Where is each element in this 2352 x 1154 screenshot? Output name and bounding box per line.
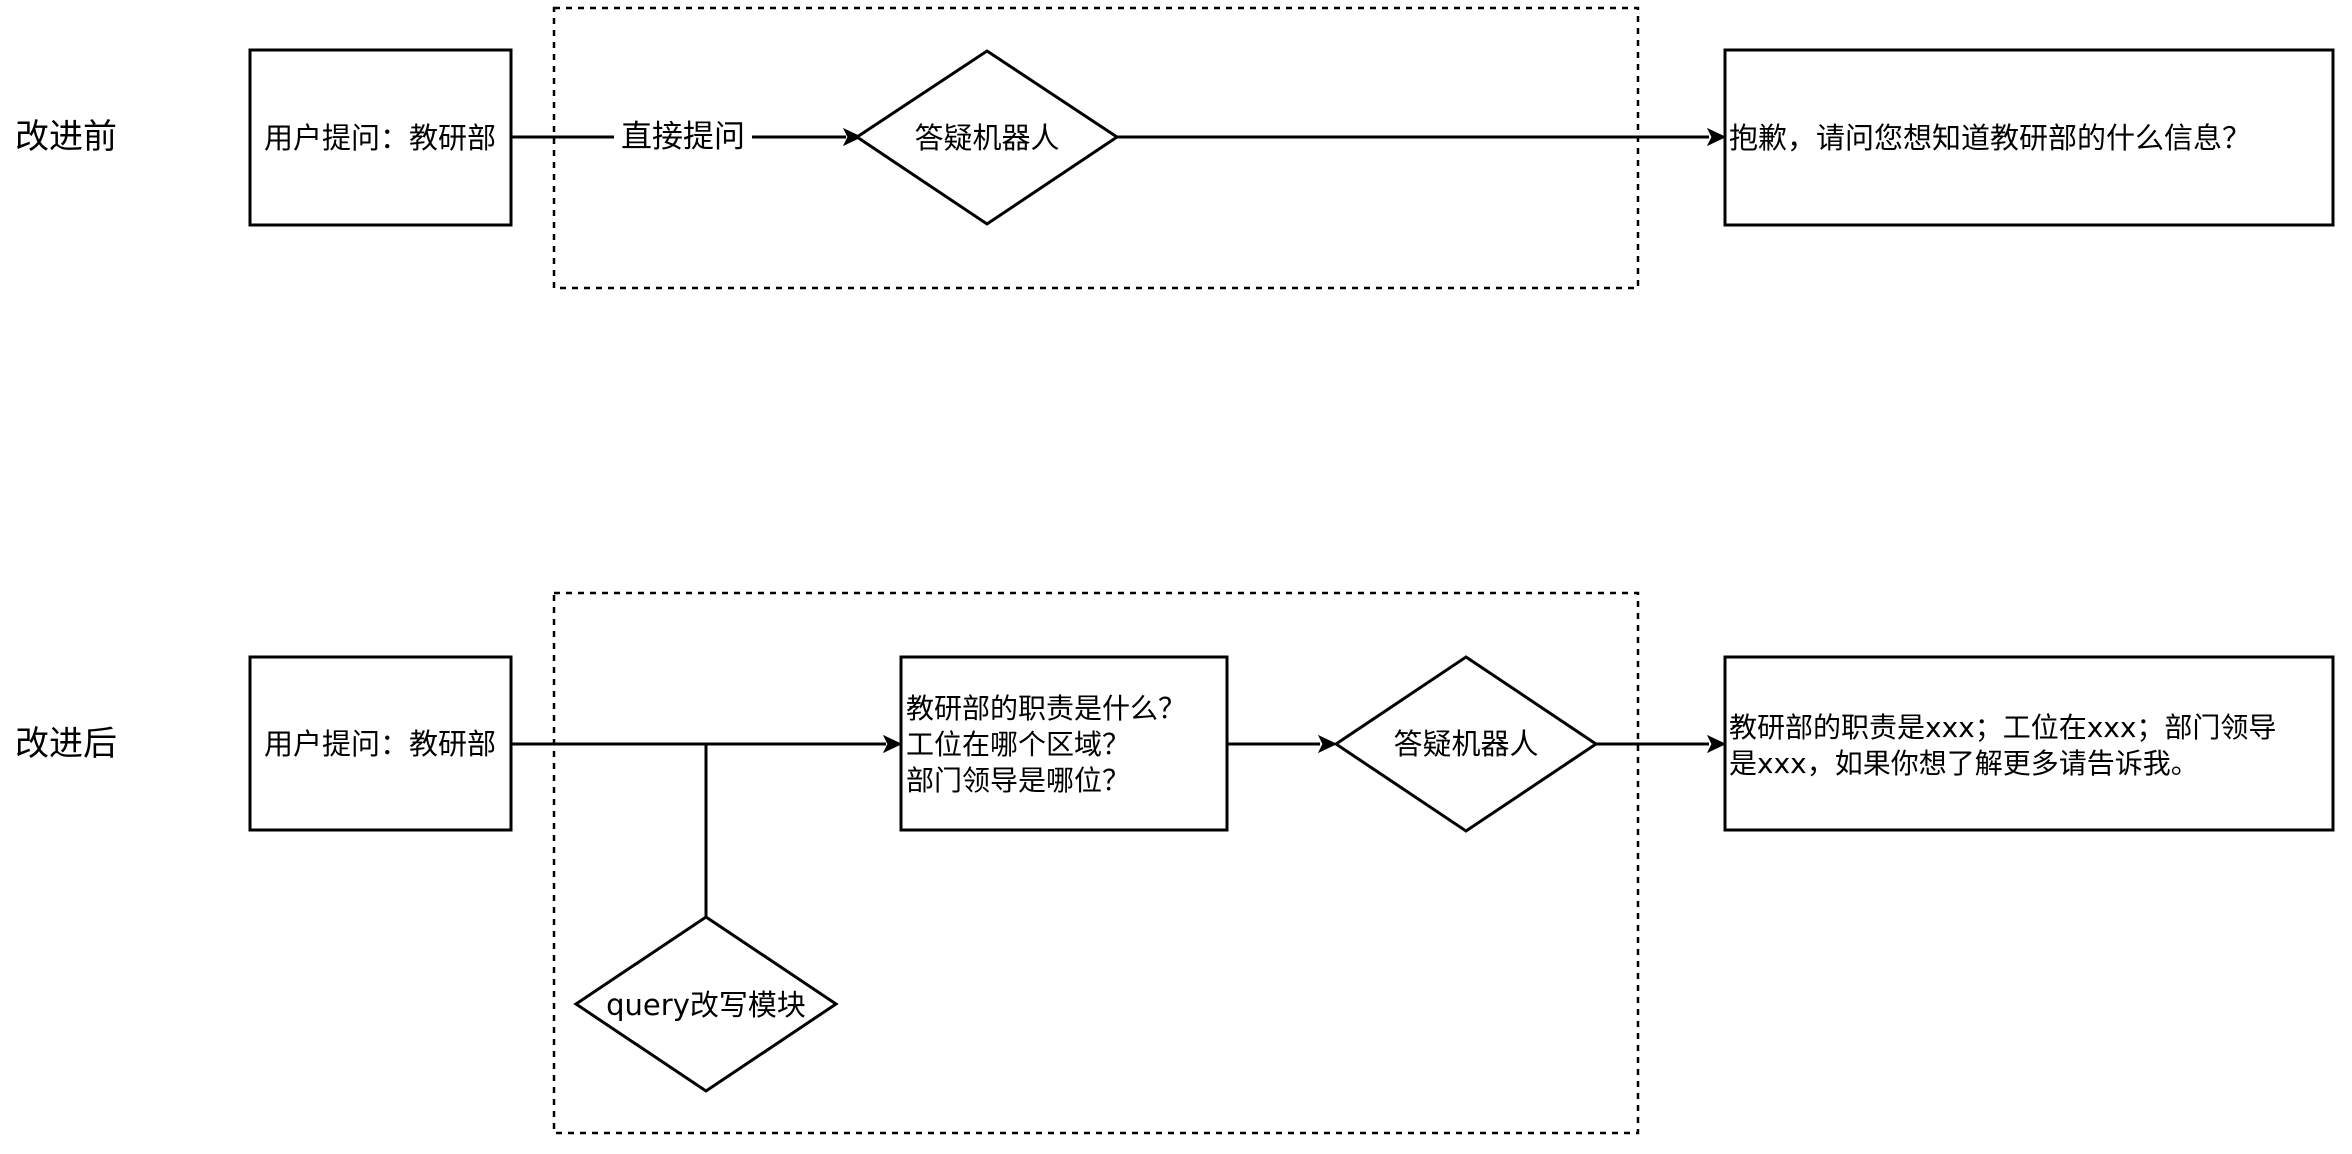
before-user-question-box [248, 48, 513, 227]
after-rewritten-question-2: 工位在哪个区域？ [906, 728, 1130, 761]
before-user-question-text: 用户提问：教研部 [264, 121, 496, 155]
after-edge-bot-to-answer-arrowhead [1706, 734, 1727, 754]
after-edge-module-to-rewrite-result [704, 742, 886, 917]
after-rewritten-questions-box [899, 655, 1229, 832]
after-boundary [552, 591, 1640, 1135]
after-rewritten-question-1: 教研部的职责是什么？ [906, 692, 1186, 725]
after-answer-line-2: 是xxx，如果你想了解更多请告诉我。 [1729, 747, 2199, 780]
before-answer-box [1723, 48, 2335, 227]
after-bot-diamond [1333, 655, 1599, 833]
section-before: 改进前 用户提问：教研部 直接提问 答疑机器人 抱歉，请问您想知道教研部的什么信… [15, 6, 2335, 290]
after-bot-text: 答疑机器人 [1393, 727, 1538, 761]
before-edge-label-bg [614, 115, 752, 157]
before-bot-text: 答疑机器人 [914, 121, 1059, 155]
after-answer-box [1723, 655, 2335, 832]
before-boundary [552, 6, 1640, 290]
after-title: 改进后 [15, 724, 117, 764]
before-edge-question-to-bot-arrowhead [842, 127, 863, 147]
before-answer-text: 抱歉，请问您想知道教研部的什么信息？ [1729, 121, 2251, 155]
after-rewritten-question-3: 部门领导是哪位？ [906, 764, 1130, 797]
before-edge-bot-to-answer-arrowhead [1706, 127, 1727, 147]
after-rewrite-module-text: query改写模块 [606, 988, 806, 1022]
after-rewrite-module-diamond [573, 915, 839, 1093]
before-edge-label: 直接提问 [621, 119, 745, 155]
after-edge-to-rewrite-result-arrowhead [882, 734, 903, 754]
section-after: 改进后 用户提问：教研部 query改写模块 教研部的职责是什么？ 工位在哪个区… [15, 591, 2335, 1135]
after-answer-line-1: 教研部的职责是xxx；工位在xxx；部门领导 [1729, 711, 2276, 744]
before-bot-diamond [854, 49, 1120, 226]
after-edge-rewrite-result-to-bot-arrowhead [1317, 734, 1338, 754]
before-title: 改进前 [15, 117, 117, 157]
after-user-question-text: 用户提问：教研部 [264, 727, 496, 761]
